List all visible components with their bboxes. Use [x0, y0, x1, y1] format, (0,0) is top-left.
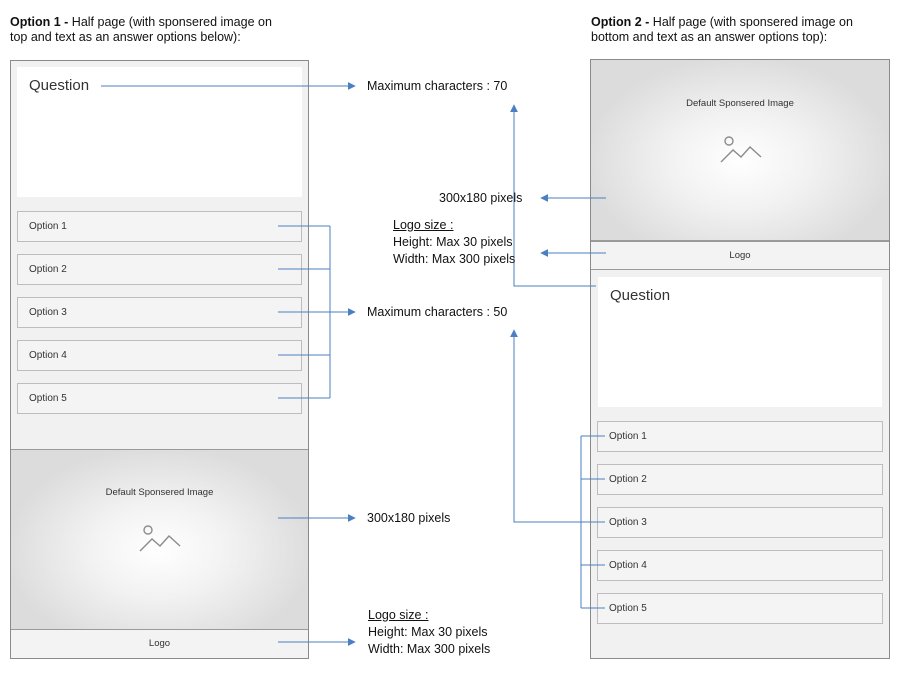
- option2-heading-bold: Option 2 -: [591, 15, 650, 29]
- option1-sponsored-image-label: Default Sponsered Image: [105, 487, 214, 498]
- arrow-option2-answers-to-max50: [510, 329, 605, 523]
- option1-heading-line2: top and text as an answer options below)…: [10, 30, 241, 44]
- logo-size-mid-title: Logo size :: [393, 218, 454, 232]
- annotation-logo-size-bottom: Logo size : Height: Max 30 pixels Width:…: [368, 607, 490, 658]
- logo-size-bottom-height: Height: Max 30 pixels: [368, 625, 488, 639]
- logo-size-bottom-title: Logo size :: [368, 608, 429, 622]
- option1-sponsored-image: Default Sponsered Image: [11, 449, 308, 630]
- annotation-image-size-bottom: 300x180 pixels: [367, 511, 451, 525]
- option1-answer-option-5[interactable]: Option 5: [17, 383, 302, 414]
- option2-heading: Option 2 - Half page (with sponsered ima…: [591, 15, 853, 45]
- arrow-option2-question-to-max70: [510, 104, 596, 287]
- option2-sponsored-image: Default Sponsered Image: [591, 60, 889, 241]
- option1-panel: Question Option 1 Option 2 Option 3 Opti…: [10, 60, 309, 659]
- image-placeholder-icon: [720, 136, 762, 163]
- option1-answer-option-2[interactable]: Option 2: [17, 254, 302, 285]
- option2-logo-bar: Logo: [591, 241, 889, 270]
- logo-size-mid-width: Width: Max 300 pixels: [393, 252, 516, 266]
- option1-heading: Option 1 - Half page (with sponsered ima…: [10, 15, 272, 45]
- option1-logo-bar: Logo: [11, 629, 308, 658]
- option2-panel: Default Sponsered Image Logo Question Op…: [590, 59, 890, 659]
- option2-heading-line2: bottom and text as an answer options top…: [591, 30, 828, 44]
- annotation-image-size-mid: 300x180 pixels: [439, 191, 523, 205]
- option2-question-label: Question: [610, 287, 671, 304]
- option1-heading-bold: Option 1 -: [10, 15, 69, 29]
- option1-answer-option-1[interactable]: Option 1: [17, 211, 302, 242]
- annotation-question-max-chars: Maximum characters : 70: [367, 79, 508, 93]
- option2-answer-option-4[interactable]: Option 4: [597, 550, 883, 581]
- option2-answer-option-2[interactable]: Option 2: [597, 464, 883, 495]
- option2-heading-rest: Half page (with sponsered image on: [649, 15, 853, 29]
- annotation-options-max-chars: Maximum characters : 50: [367, 305, 508, 319]
- option1-question-label: Question: [29, 77, 90, 94]
- option2-sponsored-image-label: Default Sponsered Image: [686, 98, 794, 109]
- option1-question-box: Question: [17, 67, 302, 197]
- option2-answer-option-1[interactable]: Option 1: [597, 421, 883, 452]
- annotation-logo-size-mid: Logo size : Height: Max 30 pixels Width:…: [393, 217, 515, 268]
- option1-heading-rest: Half page (with sponsered image on: [68, 15, 272, 29]
- logo-size-mid-height: Height: Max 30 pixels: [393, 235, 513, 249]
- logo-size-bottom-width: Width: Max 300 pixels: [368, 642, 491, 656]
- option2-question-box: Question: [598, 277, 882, 407]
- option1-answer-option-3[interactable]: Option 3: [17, 297, 302, 328]
- option1-answer-option-4[interactable]: Option 4: [17, 340, 302, 371]
- option2-answer-option-3[interactable]: Option 3: [597, 507, 883, 538]
- image-placeholder-icon: [139, 525, 181, 552]
- option2-answer-option-5[interactable]: Option 5: [597, 593, 883, 624]
